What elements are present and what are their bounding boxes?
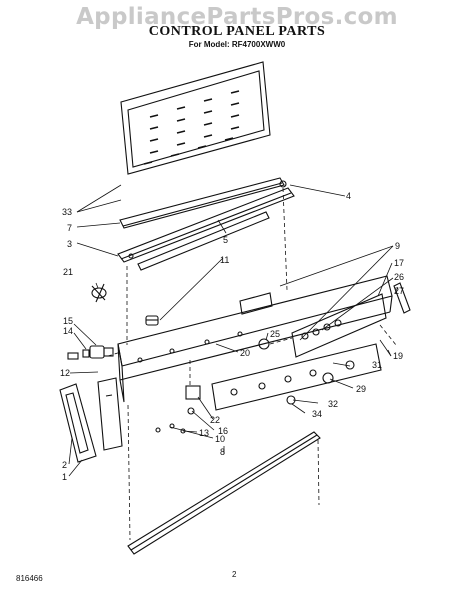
left-end-bracket — [59, 383, 97, 463]
callout-15: 15 — [63, 316, 73, 326]
callout-5: 5 — [223, 235, 228, 245]
callout-34: 34 — [312, 409, 322, 419]
callout-26: 26 — [394, 272, 404, 282]
callout-13: 13 — [199, 428, 209, 438]
callout-10: 10 — [215, 434, 225, 444]
callout-27: 27 — [394, 286, 404, 296]
callout-14: 14 — [63, 326, 73, 336]
callout-12: 12 — [60, 368, 70, 378]
screws — [155, 423, 186, 434]
callout-11: 11 — [220, 255, 229, 265]
callout-33: 33 — [62, 207, 72, 217]
bottom-trim — [127, 431, 321, 555]
knob — [258, 338, 270, 350]
callout-7: 7 — [67, 223, 72, 233]
wire-clip — [91, 283, 107, 303]
watermark: AppliancePartsPros.com — [76, 4, 398, 30]
callout-20: 20 — [240, 348, 250, 358]
lamp-socket — [145, 315, 159, 326]
control-panel-body — [117, 275, 393, 403]
small-switch — [67, 345, 114, 360]
callout-2: 2 — [62, 460, 67, 470]
callout-9: 9 — [395, 241, 400, 251]
diagram-code: 816466 — [16, 574, 43, 583]
page-title: CONTROL PANEL PARTS — [148, 24, 326, 39]
callout-29: 29 — [356, 384, 366, 394]
callout-22: 22 — [210, 415, 220, 425]
backguard-glass-panel — [120, 61, 271, 175]
callout-4: 4 — [346, 191, 351, 201]
callout-labels: 33 7 3 21 15 14 12 2 1 4 5 11 9 17 26 27… — [60, 191, 404, 482]
front-control-panel — [211, 343, 382, 411]
model-subtitle: For Model: RF4700XWW0 — [188, 40, 286, 49]
channel-bracket — [117, 187, 295, 263]
callout-21: 21 — [63, 267, 73, 277]
callout-1: 1 — [62, 472, 67, 482]
callout-25: 25 — [270, 329, 280, 339]
trim-strip — [119, 177, 285, 229]
callout-19: 19 — [393, 351, 403, 361]
callout-8: 8 — [220, 447, 225, 457]
callout-17: 17 — [394, 258, 404, 268]
page-number: 2 — [232, 570, 237, 579]
timer-module — [185, 385, 201, 415]
callout-16: 16 — [218, 426, 228, 436]
screw — [279, 180, 287, 188]
side-panel — [97, 377, 123, 451]
callout-32: 32 — [328, 399, 338, 409]
callout-3: 3 — [67, 239, 72, 249]
switch-plate — [291, 293, 387, 358]
callout-31: 31 — [372, 360, 382, 370]
end-cap — [393, 282, 411, 314]
